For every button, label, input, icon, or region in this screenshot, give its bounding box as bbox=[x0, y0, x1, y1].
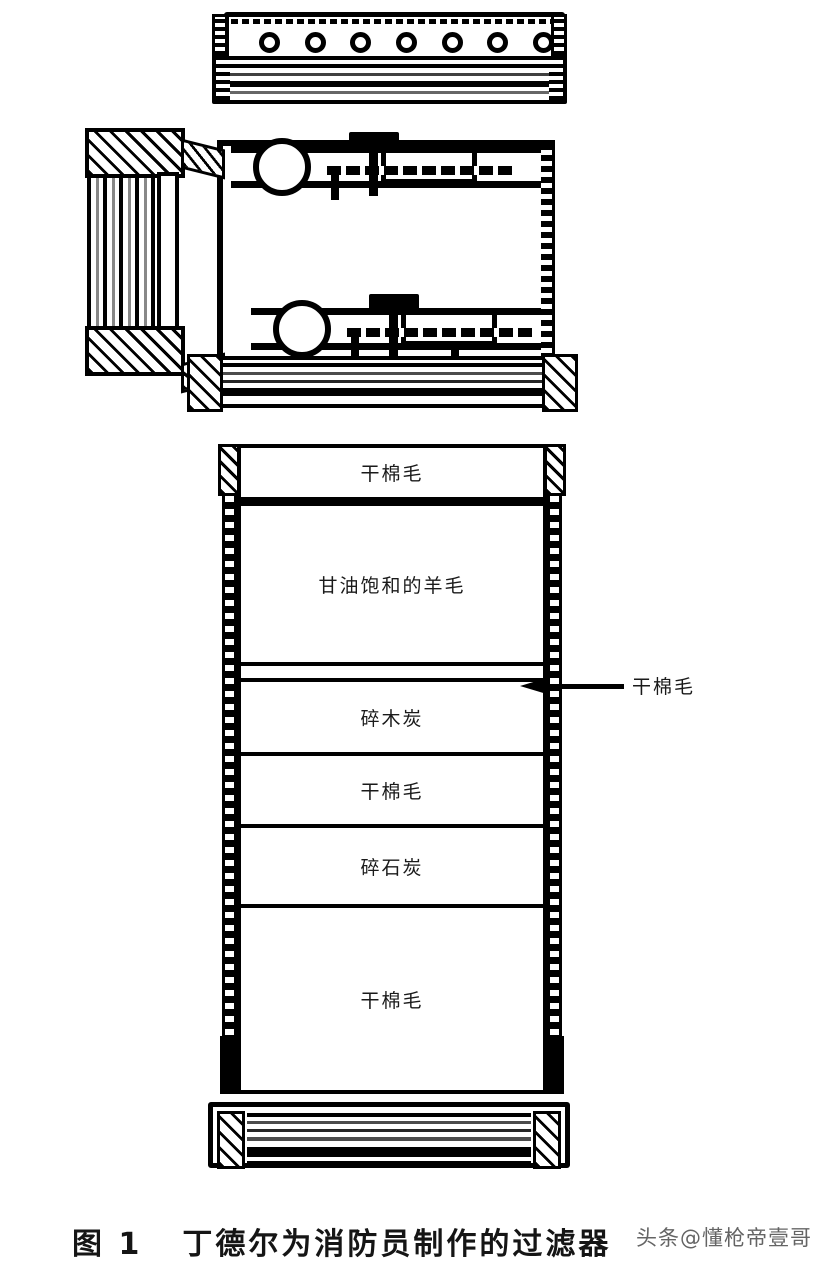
valve-spur bbox=[451, 334, 459, 360]
callout-annotation: 干棉毛 bbox=[500, 672, 730, 702]
valve-plate bbox=[347, 328, 537, 337]
skirt-band bbox=[220, 91, 559, 94]
canister-wall-left bbox=[222, 444, 237, 1094]
inlet-valve-run bbox=[231, 132, 541, 200]
base-cap-body bbox=[208, 1102, 570, 1169]
canister-wall-right bbox=[547, 444, 562, 1094]
perforation-hole-icon bbox=[487, 31, 509, 53]
cap-skirt bbox=[212, 56, 567, 104]
valve-base-sill bbox=[187, 354, 578, 412]
sill-band bbox=[213, 363, 552, 367]
mouthpiece-flange-top bbox=[85, 128, 185, 178]
cap-end-left bbox=[212, 14, 228, 58]
callout-arrow-icon bbox=[520, 677, 550, 695]
skirt-band bbox=[220, 73, 559, 76]
outlet-valve-run bbox=[251, 294, 541, 362]
sill-band bbox=[213, 380, 552, 383]
sill-band bbox=[213, 372, 552, 375]
filter-layer-label: 碎石炭 bbox=[360, 856, 424, 879]
ball-valve-icon bbox=[253, 138, 311, 196]
mouthpiece-flange-bottom bbox=[85, 326, 185, 376]
filter-layer-label: 干棉毛 bbox=[360, 989, 424, 1012]
sill-hatch-left bbox=[187, 354, 223, 412]
base-cap-band bbox=[247, 1121, 531, 1124]
perforation-hole-icon bbox=[395, 31, 417, 53]
perforation-hole-icon bbox=[350, 31, 372, 53]
figure-number: 图 1 bbox=[72, 1226, 143, 1262]
canister-foot-right bbox=[544, 1036, 564, 1094]
base-cap-hatch-right bbox=[533, 1111, 561, 1169]
caption-inner: 图 1 丁德尔为消防员制作的过滤器 bbox=[72, 1219, 611, 1263]
perforation-hole-icon bbox=[304, 31, 326, 53]
base-cap-band bbox=[247, 1113, 531, 1117]
filter-layer: 甘油饱和的羊毛 bbox=[241, 506, 543, 666]
callout-label: 干棉毛 bbox=[632, 676, 696, 698]
base-cap-band bbox=[247, 1147, 531, 1157]
filter-layer: 干棉毛 bbox=[241, 448, 543, 506]
valve-plate bbox=[327, 166, 517, 175]
sill-hatch-right bbox=[542, 354, 578, 412]
watermark: 头条@懂枪帝壹哥 bbox=[636, 1226, 812, 1250]
mouthpiece-collar bbox=[157, 172, 179, 334]
sill-band bbox=[213, 388, 552, 396]
mouthpiece bbox=[85, 128, 195, 376]
canister-shoulder-right bbox=[544, 444, 566, 496]
valve-spur bbox=[331, 172, 339, 200]
figure-caption: 图 1 丁德尔为消防员制作的过滤器 bbox=[0, 1214, 825, 1267]
perforation-hole-icon bbox=[259, 31, 280, 53]
chamber-right-wall bbox=[541, 146, 552, 392]
filter-layer-label: 碎木炭 bbox=[360, 707, 424, 730]
filter-canister: 干棉毛 甘油饱和的羊毛 碎木炭 干棉毛 碎石炭 干棉毛 bbox=[218, 444, 566, 1094]
filter-layer: 碎石炭 bbox=[241, 828, 543, 908]
filter-layer-thin bbox=[241, 666, 543, 682]
filter-layer-label: 干棉毛 bbox=[360, 463, 424, 485]
base-cap-band bbox=[247, 1129, 531, 1132]
skirt-band bbox=[220, 64, 559, 68]
filter-layer: 碎木炭 bbox=[241, 682, 543, 756]
skirt-band bbox=[220, 81, 559, 87]
filter-layer-label: 干棉毛 bbox=[360, 780, 424, 803]
cap-end-right bbox=[551, 14, 567, 58]
base-cap-hatch-left bbox=[217, 1111, 245, 1169]
perforated-cap-body bbox=[224, 12, 565, 68]
valve-spur bbox=[351, 334, 359, 362]
base-cap-band bbox=[247, 1137, 531, 1141]
base-cap-band bbox=[247, 1161, 531, 1164]
canister-foot-left bbox=[220, 1036, 240, 1094]
canister-core: 干棉毛 甘油饱和的羊毛 碎木炭 干棉毛 碎石炭 干棉毛 bbox=[237, 444, 547, 1094]
callout-leader-line bbox=[546, 684, 624, 689]
base-cap bbox=[208, 1102, 570, 1169]
perforation-hole-icon bbox=[441, 31, 463, 53]
filter-layer: 干棉毛 bbox=[241, 908, 543, 1090]
figure-caption-text: 丁德尔为消防员制作的过滤器 bbox=[182, 1226, 612, 1262]
filter-layer-label: 甘油饱和的羊毛 bbox=[318, 574, 466, 597]
skirt-end-left bbox=[216, 60, 230, 100]
ball-valve-icon bbox=[273, 300, 331, 358]
valve-mouthpiece-assembly bbox=[85, 128, 578, 418]
skirt-end-right bbox=[549, 60, 563, 100]
perforation-hole-row bbox=[259, 30, 554, 54]
mouthpiece-barrel bbox=[87, 174, 159, 332]
perforated-cap bbox=[212, 12, 567, 104]
filter-layer: 干棉毛 bbox=[241, 756, 543, 828]
